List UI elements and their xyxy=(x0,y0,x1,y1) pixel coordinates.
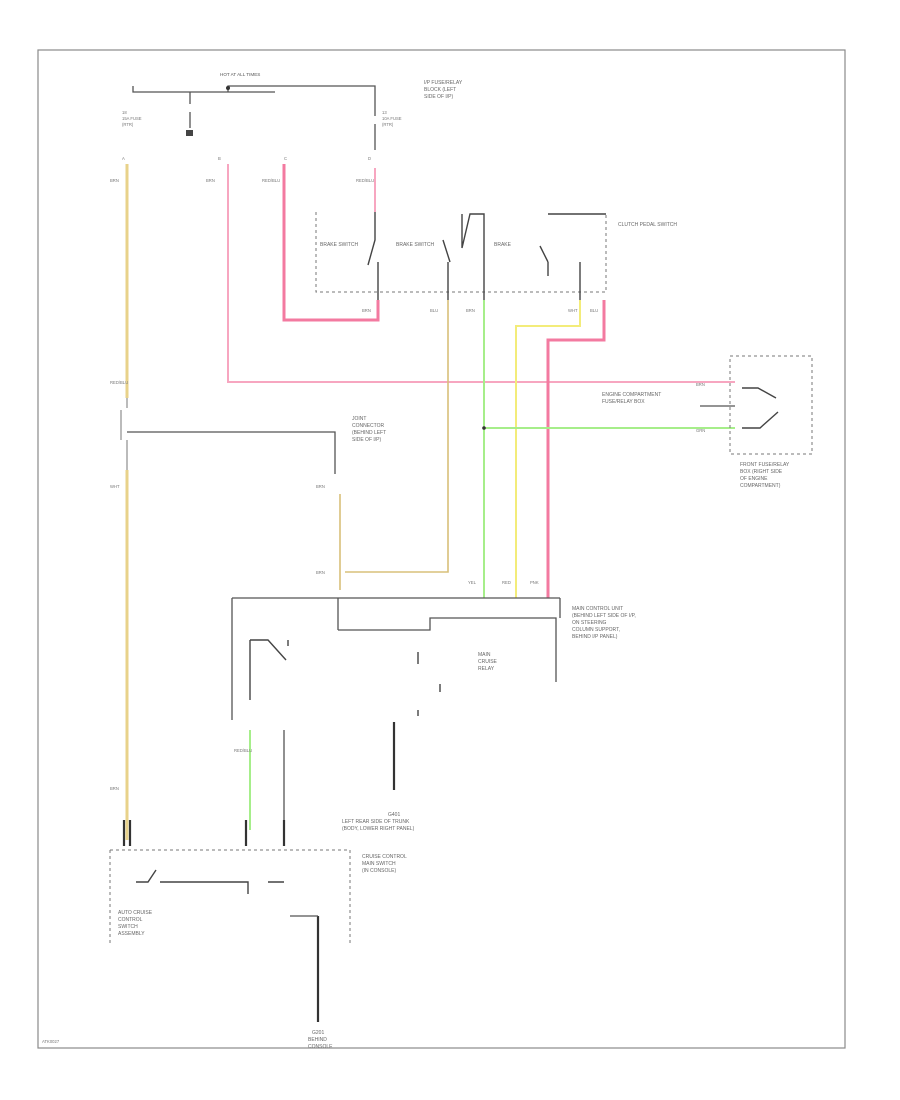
right-module-desc-2: FUSE/RELAY BOX xyxy=(602,399,645,405)
fuse-left-num: 18 xyxy=(122,110,127,115)
right-module-label-1: FRONT FUSE/RELAY xyxy=(740,462,790,468)
wire-code-16: GRN xyxy=(696,428,705,433)
relay-label-1: MAIN xyxy=(478,652,491,658)
wire-code-15: BRN xyxy=(696,382,705,387)
bottom-connector xyxy=(122,820,286,846)
wire-code-11: BLU xyxy=(430,308,438,313)
cruise-label-2: CONTROL xyxy=(118,917,143,923)
right-module-desc-1: ENGINE COMPARTMENT xyxy=(602,392,661,398)
right-module-label-4: COMPARTMENT) xyxy=(740,483,781,489)
switch-label-4: CLUTCH PEDAL SWITCH xyxy=(618,222,677,228)
wire-code-7: BRN xyxy=(110,786,119,791)
switch-label-3: BRAKE xyxy=(494,242,512,248)
red-wire-down xyxy=(546,300,606,598)
bottom-ground-label-3: CONSOLE xyxy=(308,1044,333,1050)
bottom-right-label-3: (IN CONSOLE) xyxy=(362,868,397,874)
right-module-switch xyxy=(742,387,779,429)
fuse-right-num: 13 xyxy=(382,110,387,115)
control-unit-label-3: ON STEERING xyxy=(572,620,607,626)
pin-a: A xyxy=(122,156,125,161)
wire-code-13: WHT xyxy=(568,308,578,313)
wire-code-1: BRN xyxy=(110,178,119,183)
cruise-label-1: AUTO CRUISE xyxy=(118,910,153,916)
control-unit-label-2: (BEHIND LEFT SIDE OF I/P, xyxy=(572,613,636,619)
fuse-box-title: HOT AT ALL TIMES xyxy=(220,72,260,77)
right-module-box xyxy=(729,355,813,455)
relay-contacts xyxy=(417,652,441,716)
ground-label-1: G401 xyxy=(388,812,400,818)
joint-label-4: SIDE OF I/P) xyxy=(352,437,382,443)
pink-wire-loop xyxy=(282,164,380,322)
fuse-box-desc-2: BLOCK (LEFT xyxy=(424,87,456,93)
fuse-left-amp: 15A FUSE xyxy=(122,116,142,121)
wire-code-19: PNK xyxy=(530,580,539,585)
pin-d: D xyxy=(368,156,371,161)
fuse-right-amp: 10A FUSE xyxy=(382,116,402,121)
wire-code-14: BLU xyxy=(590,308,598,313)
fuse-left-note: (RTR) xyxy=(122,122,134,127)
pink-wire-to-right xyxy=(227,164,735,383)
relay-label-3: RELAY xyxy=(478,666,495,672)
fuse-box-desc-3: SIDE OF I/P) xyxy=(424,94,454,100)
control-unit-label-4: COLUMN SUPPORT, xyxy=(572,627,620,633)
fuse-box-desc-1: I/P FUSE/RELAY xyxy=(424,80,463,86)
diagram-code: ATK0027 xyxy=(42,1039,60,1044)
left-fuse-symbol xyxy=(186,130,193,136)
right-module-label-2: BOX (RIGHT SIDE xyxy=(740,469,783,475)
brake-switch-2 xyxy=(442,239,451,300)
bottom-ground-label-2: BEHIND xyxy=(308,1037,327,1043)
diagram-border xyxy=(37,49,846,1049)
tan-wire-to-unit xyxy=(345,300,449,573)
relay-label-2: CRUISE xyxy=(478,659,498,665)
joint-label-2: CONNECTOR xyxy=(352,423,385,429)
wire-code-8: BRN xyxy=(316,484,325,489)
fuse-right-note: (RTR) xyxy=(382,122,394,127)
wire-code-6: WHT xyxy=(110,484,120,489)
ground-label-2: LEFT REAR SIDE OF TRUNK xyxy=(342,819,410,825)
control-unit-label-1: MAIN CONTROL UNIT xyxy=(572,606,623,612)
right-module-label-3: OF ENGINE xyxy=(740,476,768,482)
wire-code-3: RED/BLU xyxy=(262,178,280,183)
pin-c: C xyxy=(284,156,287,161)
cruise-switch-box xyxy=(109,849,351,946)
joint-label-3: (BEHIND LEFT xyxy=(352,430,386,436)
bottom-right-label-1: CRUISE CONTROL xyxy=(362,854,407,860)
switch-box xyxy=(315,212,607,293)
joint-label-1: JOINT xyxy=(352,416,366,422)
wire-code-12: BRN xyxy=(466,308,475,313)
joint-branch xyxy=(127,431,336,474)
green-node xyxy=(482,426,486,430)
bottom-right-label-2: MAIN SWITCH xyxy=(362,861,396,867)
relay-box xyxy=(338,617,557,682)
brake-switch-1 xyxy=(367,212,379,300)
ground-label-3: (BODY, LOWER RIGHT PANEL) xyxy=(342,826,415,832)
cruise-label-4: ASSEMBLY xyxy=(118,931,145,937)
wire-code-4: RED/BLU xyxy=(356,178,374,183)
pin-b: B xyxy=(218,156,221,161)
switch-label-1: BRAKE SWITCH xyxy=(320,242,358,248)
wire-code-9: BRN xyxy=(316,570,325,575)
yellow-wire-down xyxy=(515,300,581,598)
wire-code-2: BRN xyxy=(206,178,215,183)
wire-code-20: RED/BLU xyxy=(234,748,252,753)
bottom-ground-label-1: G201 xyxy=(312,1030,324,1036)
switch-label-2: BRAKE SWITCH xyxy=(396,242,434,248)
clutch-switch xyxy=(539,245,581,300)
brake-switch-3 xyxy=(461,213,485,300)
top-bus xyxy=(132,85,376,108)
control-unit-label-5: BEHIND I/P PANEL) xyxy=(572,634,618,640)
left-splice xyxy=(120,398,128,470)
wire-code-18: RED xyxy=(502,580,511,585)
cruise-label-3: SWITCH xyxy=(118,924,138,930)
wire-code-5: RED/BLU xyxy=(110,380,128,385)
unit-switch xyxy=(249,639,289,700)
wire-code-17: YEL xyxy=(468,580,477,585)
cruise-switch xyxy=(136,869,284,894)
wire-code-10: BRN xyxy=(362,308,371,313)
bus-node xyxy=(226,86,230,90)
